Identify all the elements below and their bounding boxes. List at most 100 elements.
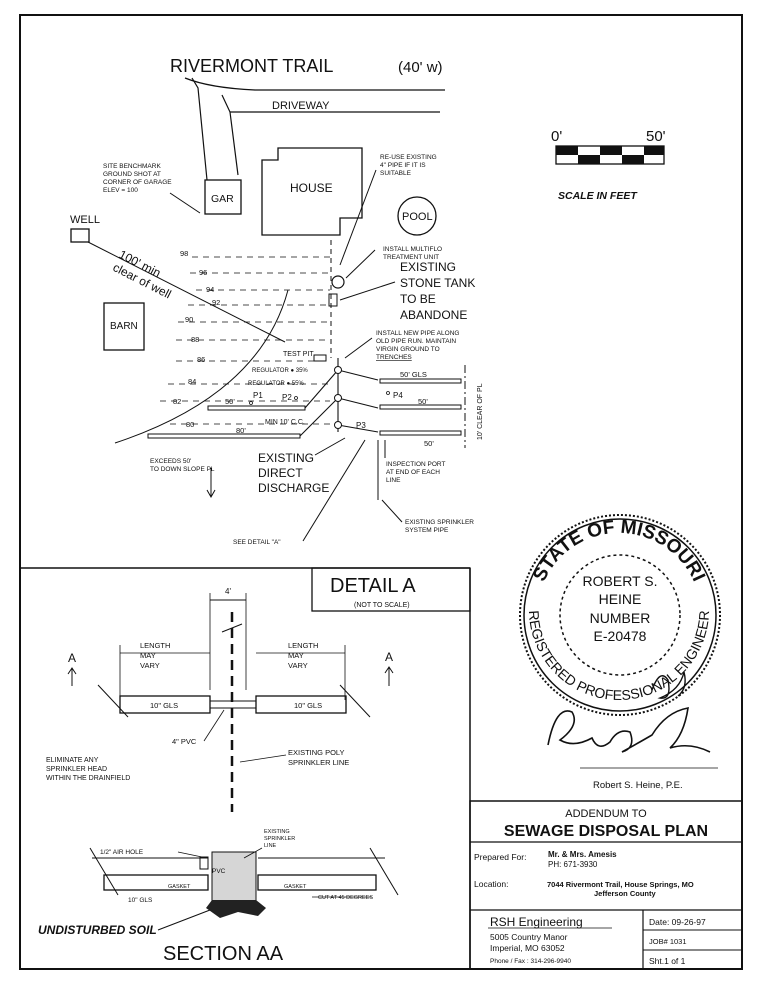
scale-seg-1	[556, 146, 578, 155]
clear-pl: 10' CLEAR OF PL	[477, 383, 484, 440]
gasket-right: GASKET	[284, 884, 307, 890]
section-pipe-right	[257, 874, 377, 891]
detail-a-title: DETAIL A	[330, 575, 416, 597]
branch-r1	[337, 369, 379, 381]
contour-label-90: 90	[185, 315, 193, 324]
reuse-pipe-3: SUITABLE	[380, 170, 412, 177]
seal-name-2: HEINE	[599, 591, 642, 607]
tb-line1: ADDENDUM TO	[565, 808, 647, 820]
detail-leader	[302, 439, 366, 542]
section-aa-title: SECTION AA	[163, 943, 284, 965]
tb-sheet: Sht.1 of 1	[649, 956, 686, 966]
seal-number-label: NUMBER	[590, 610, 651, 626]
branch-r3	[337, 424, 379, 433]
contour-label-92: 92	[212, 298, 220, 307]
stone-tank-4: ABANDONE	[400, 308, 467, 322]
road-edge	[184, 77, 445, 91]
well-radius-line	[87, 241, 286, 343]
tb-phone: PH: 671-3930	[548, 860, 598, 869]
see-detail-a: SEE DETAIL "A"	[233, 539, 281, 546]
seal-name-1: ROBERT S.	[583, 573, 658, 589]
signature	[547, 707, 711, 753]
multiflo-leader	[345, 249, 376, 279]
reuse-pipe-2: 4" PIPE IF IT IS	[380, 162, 426, 169]
length-right-3: VARY	[288, 661, 308, 670]
driveway-right	[221, 94, 239, 176]
p1-label: P1	[253, 391, 263, 400]
eliminate-2: SPRINKLER HEAD	[46, 766, 107, 773]
section-cut-left	[89, 847, 119, 896]
section-gravel	[211, 851, 257, 909]
sect-pvc-label: PVC	[212, 868, 226, 875]
section-mark-left: A	[68, 651, 76, 665]
undisturbed-label: UNDISTURBED SOIL	[38, 923, 157, 937]
trench-left-1	[207, 405, 306, 411]
p2-label: P2	[282, 393, 292, 402]
discharge-1: EXISTING	[258, 451, 314, 465]
contour-label-94: 94	[206, 285, 214, 294]
tb-firm: RSH Engineering	[490, 915, 583, 929]
cut-line-right	[339, 684, 371, 718]
multiflo-2: TREATMENT UNIT	[383, 254, 439, 261]
scale-bar	[555, 145, 665, 165]
benchmark-1: SITE BENCHMARK	[103, 163, 161, 170]
junction-1	[334, 366, 342, 374]
exceeds-2: TO DOWN SLOPE PL	[150, 466, 215, 473]
contour-label-88: 88	[191, 335, 199, 344]
gls-right-label: 10" GLS	[294, 701, 322, 710]
tb-date: Date: 09-26-97	[649, 917, 706, 927]
tb-line2: SEWAGE DISPOSAL PLAN	[504, 823, 708, 840]
pipe-leader	[344, 337, 373, 359]
reuse-pipe-1: RE-USE EXISTING	[380, 154, 437, 161]
seal-initials	[651, 671, 686, 699]
road-width: (40' w)	[398, 59, 443, 76]
stone-tank	[328, 293, 338, 307]
length-left-2: MAY	[140, 651, 156, 660]
pool-label: POOL	[402, 211, 433, 223]
section-mark-right: A	[385, 650, 393, 664]
eliminate-3: WITHIN THE DRAINFIELD	[46, 775, 130, 782]
eliminate-1: ELIMINATE ANY	[46, 757, 99, 764]
poly-1: EXISTING POLY	[288, 748, 345, 757]
well-clearance-arc	[114, 289, 289, 444]
well-label: WELL	[70, 214, 100, 226]
house-label: HOUSE	[290, 181, 333, 195]
poly-2: SPRINKLER LINE	[288, 758, 349, 767]
benchmark-3: CORNER OF GARAGE	[103, 179, 172, 186]
len-50-b: 50'	[418, 397, 428, 406]
sect-sprinkler-2: SPRINKLER	[264, 836, 295, 842]
pool	[397, 196, 437, 236]
undisturbed-leader	[157, 909, 211, 931]
length-left-3: VARY	[140, 661, 160, 670]
tb-firm-addr1: 5005 Country Manor	[490, 932, 568, 942]
gls-left-label: 10" GLS	[150, 701, 178, 710]
junction-3	[334, 421, 342, 429]
house-outline	[261, 147, 363, 236]
length-left-1: LENGTH	[140, 641, 170, 650]
center-cross	[221, 623, 243, 633]
garage-label: GAR	[211, 193, 234, 205]
title-block-frame	[469, 800, 743, 970]
len-80: 80'	[236, 426, 246, 435]
test-pit	[313, 354, 327, 362]
title-block	[469, 800, 743, 970]
p3-label: P3	[356, 421, 366, 430]
section-arrow-left	[67, 667, 77, 686]
air-hole-label: 1/2" AIR HOLE	[100, 849, 144, 856]
inspection-1: INSPECTION PORT	[386, 461, 446, 468]
treatment-unit	[331, 275, 345, 289]
barn-label: BARN	[110, 321, 138, 332]
length-right-1: LENGTH	[288, 641, 318, 650]
scale-frame	[555, 145, 665, 165]
discharge-leader	[314, 437, 346, 456]
inspection-2: AT END OF EACH	[386, 469, 440, 476]
tb-firm-addr2: Imperial, MO 63052	[490, 943, 565, 953]
tb-job: JOB# 1031	[649, 937, 687, 946]
multiflo-1: INSTALL MULTIFLO	[383, 246, 442, 253]
width-label: 4'	[225, 587, 231, 596]
regulator-2: REGULATOR ● 55%	[248, 381, 304, 387]
regulator-1: REGULATOR ● 35%	[252, 368, 308, 374]
gls-50: 50' GLS	[400, 370, 427, 379]
scale-seg-5	[644, 146, 664, 155]
